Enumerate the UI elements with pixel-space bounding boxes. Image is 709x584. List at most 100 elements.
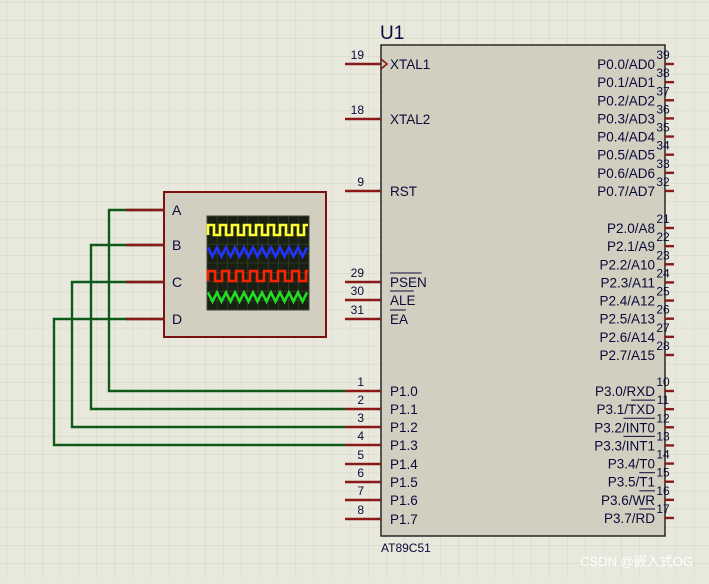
pin-number: 35 <box>656 121 670 135</box>
pin-number: 18 <box>351 103 365 117</box>
pin-3[interactable]: 3P1.2 <box>345 411 418 435</box>
pin-number: 31 <box>351 303 365 317</box>
pin-label: P2.6/A14 <box>599 330 655 345</box>
pin-number: 28 <box>656 339 670 353</box>
pin-label: XTAL2 <box>390 112 430 127</box>
pin-7[interactable]: 7P1.6 <box>345 484 418 508</box>
pin-label: P3.6/WR <box>601 493 655 508</box>
pin-label: P0.6/AD6 <box>597 166 655 181</box>
pin-label: P3.4/T0 <box>608 457 655 472</box>
pin-number: 4 <box>357 429 364 443</box>
trace-channel-c <box>206 269 308 283</box>
pin-label: P2.3/A11 <box>600 275 655 290</box>
pin-number: 37 <box>656 84 670 98</box>
pin-label: P2.4/A12 <box>599 294 655 309</box>
pin-number: 23 <box>656 248 670 262</box>
trace-channel-d <box>206 289 309 305</box>
pin-label: P3.7/RD <box>604 511 655 526</box>
pin-number: 32 <box>656 175 670 189</box>
pin-number: 13 <box>656 429 670 443</box>
pin-label: P0.2/AD2 <box>597 93 655 108</box>
oscilloscope[interactable]: A B C D <box>126 191 327 338</box>
pin-4[interactable]: 4P1.3 <box>345 429 418 453</box>
pin-number: 38 <box>656 66 670 80</box>
trace-channel-b <box>206 244 309 260</box>
pin-number: 3 <box>357 411 364 425</box>
pin-label: P3.2/INT0 <box>594 420 655 435</box>
pin-label: P2.0/A8 <box>607 221 655 236</box>
chip-reference: U1 <box>380 23 404 44</box>
pin-number: 1 <box>357 375 364 389</box>
pin-number: 29 <box>351 266 365 280</box>
pin-label: P1.7 <box>390 512 418 527</box>
pin-label: P2.7/A15 <box>599 348 655 363</box>
pin-number: 33 <box>656 157 670 171</box>
pin-number: 12 <box>656 411 670 425</box>
pin-8[interactable]: 8P1.7 <box>345 503 418 527</box>
pin-number: 15 <box>656 466 670 480</box>
pin-1[interactable]: 1P1.0 <box>345 375 418 399</box>
left-pin-column: 19XTAL118XTAL29RST29PSEN30ALE31EA1P1.02P… <box>345 48 430 527</box>
pin-label: P0.5/AD5 <box>597 148 655 163</box>
chip-body <box>380 44 666 537</box>
pin-label: P1.6 <box>390 493 418 508</box>
pin-label: P0.0/AD0 <box>597 57 655 72</box>
trace-channel-a <box>206 223 308 237</box>
pin-number: 9 <box>357 175 364 189</box>
pin-number: 8 <box>357 503 364 517</box>
pin-label: XTAL1 <box>390 57 430 72</box>
wire-p1-3-to-d[interactable] <box>52 317 345 447</box>
pin-label: P3.1/TXD <box>596 402 655 417</box>
microcontroller[interactable]: U1 AT89C51 19XTAL118XTAL29RST29PSEN30ALE… <box>345 23 674 555</box>
pin-label: P1.2 <box>390 420 418 435</box>
pin-label: P3.5/T1 <box>608 475 655 490</box>
pin-label: P2.5/A13 <box>599 312 655 327</box>
pin-number: 7 <box>357 484 364 498</box>
pin-6[interactable]: 6P1.5 <box>345 466 418 490</box>
scope-channel-a-label: A <box>172 202 182 218</box>
pin-5[interactable]: 5P1.4 <box>345 448 418 472</box>
clock-pin-marker <box>380 58 389 70</box>
scope-channel-b-label: B <box>172 237 181 253</box>
scope-channel-d-label: D <box>172 311 182 327</box>
pin-label: P0.7/AD7 <box>597 184 655 199</box>
pin-label: P2.2/A10 <box>599 257 655 272</box>
wire-p1-2-to-c[interactable] <box>70 280 345 429</box>
pin-number: 17 <box>656 502 670 516</box>
chip-part-number: AT89C51 <box>381 541 431 555</box>
pin-2[interactable]: 2P1.1 <box>345 393 418 417</box>
right-pin-column: 39P0.0/AD038P0.1/AD137P0.2/AD236P0.3/AD3… <box>594 48 674 526</box>
